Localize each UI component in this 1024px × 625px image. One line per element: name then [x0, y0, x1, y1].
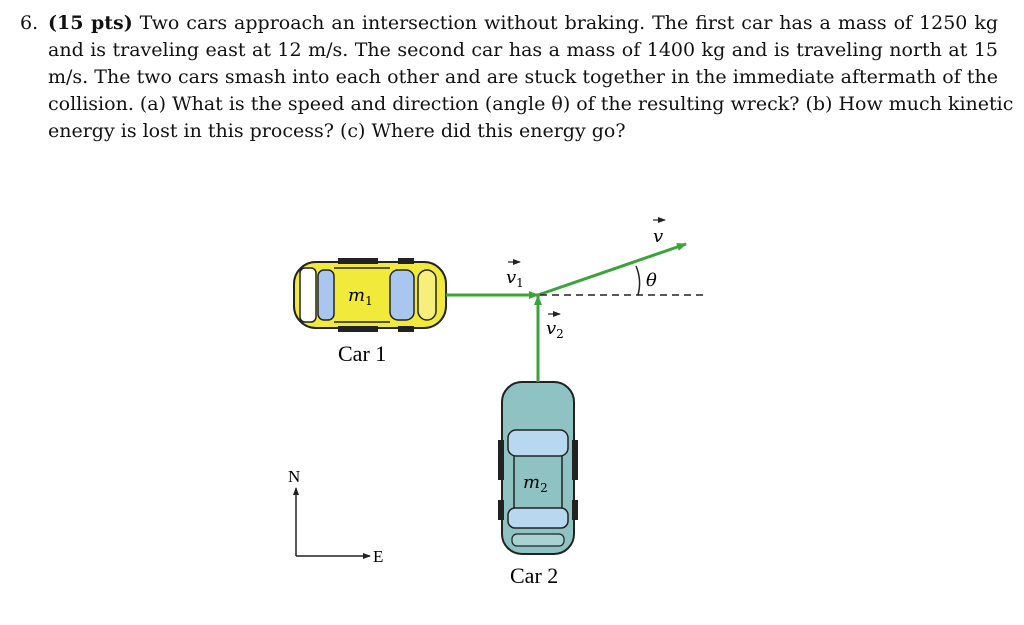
problem-line-5: energy is lost in this process? (c) Wher… — [48, 120, 626, 142]
problem-points: (15 pts) — [48, 12, 133, 34]
problem-line-4: collision. (a) What is the speed and dir… — [48, 93, 1014, 115]
m2-label: m2 — [523, 472, 548, 495]
svg-text:v2: v2 — [546, 318, 564, 341]
north-label: N — [288, 467, 300, 486]
v-arrow — [537, 242, 687, 297]
theta-label: θ — [646, 270, 657, 291]
svg-text:v1: v1 — [506, 267, 524, 290]
v1-label: v1 — [506, 259, 524, 290]
v-label: v — [653, 217, 666, 247]
v2-label: v2 — [546, 311, 564, 341]
m1-label: m1 — [348, 285, 373, 308]
compass — [293, 487, 371, 559]
svg-text:v: v — [653, 226, 663, 247]
problem-line-2: and is traveling east at 12 m/s. The sec… — [48, 39, 998, 61]
problem-line-1: 6. (15 pts) Two cars approach an intersec… — [20, 10, 998, 36]
car-2 — [498, 381, 578, 555]
car2-label: Car 2 — [510, 563, 558, 588]
problem-text-1: Two cars approach an intersection withou… — [139, 12, 999, 34]
car1-label: Car 1 — [338, 341, 386, 366]
theta-arc — [635, 265, 641, 296]
east-label: E — [373, 547, 383, 566]
problem-line-3: m/s. The two cars smash into each other … — [48, 66, 998, 88]
problem-number: 6. — [20, 12, 39, 34]
